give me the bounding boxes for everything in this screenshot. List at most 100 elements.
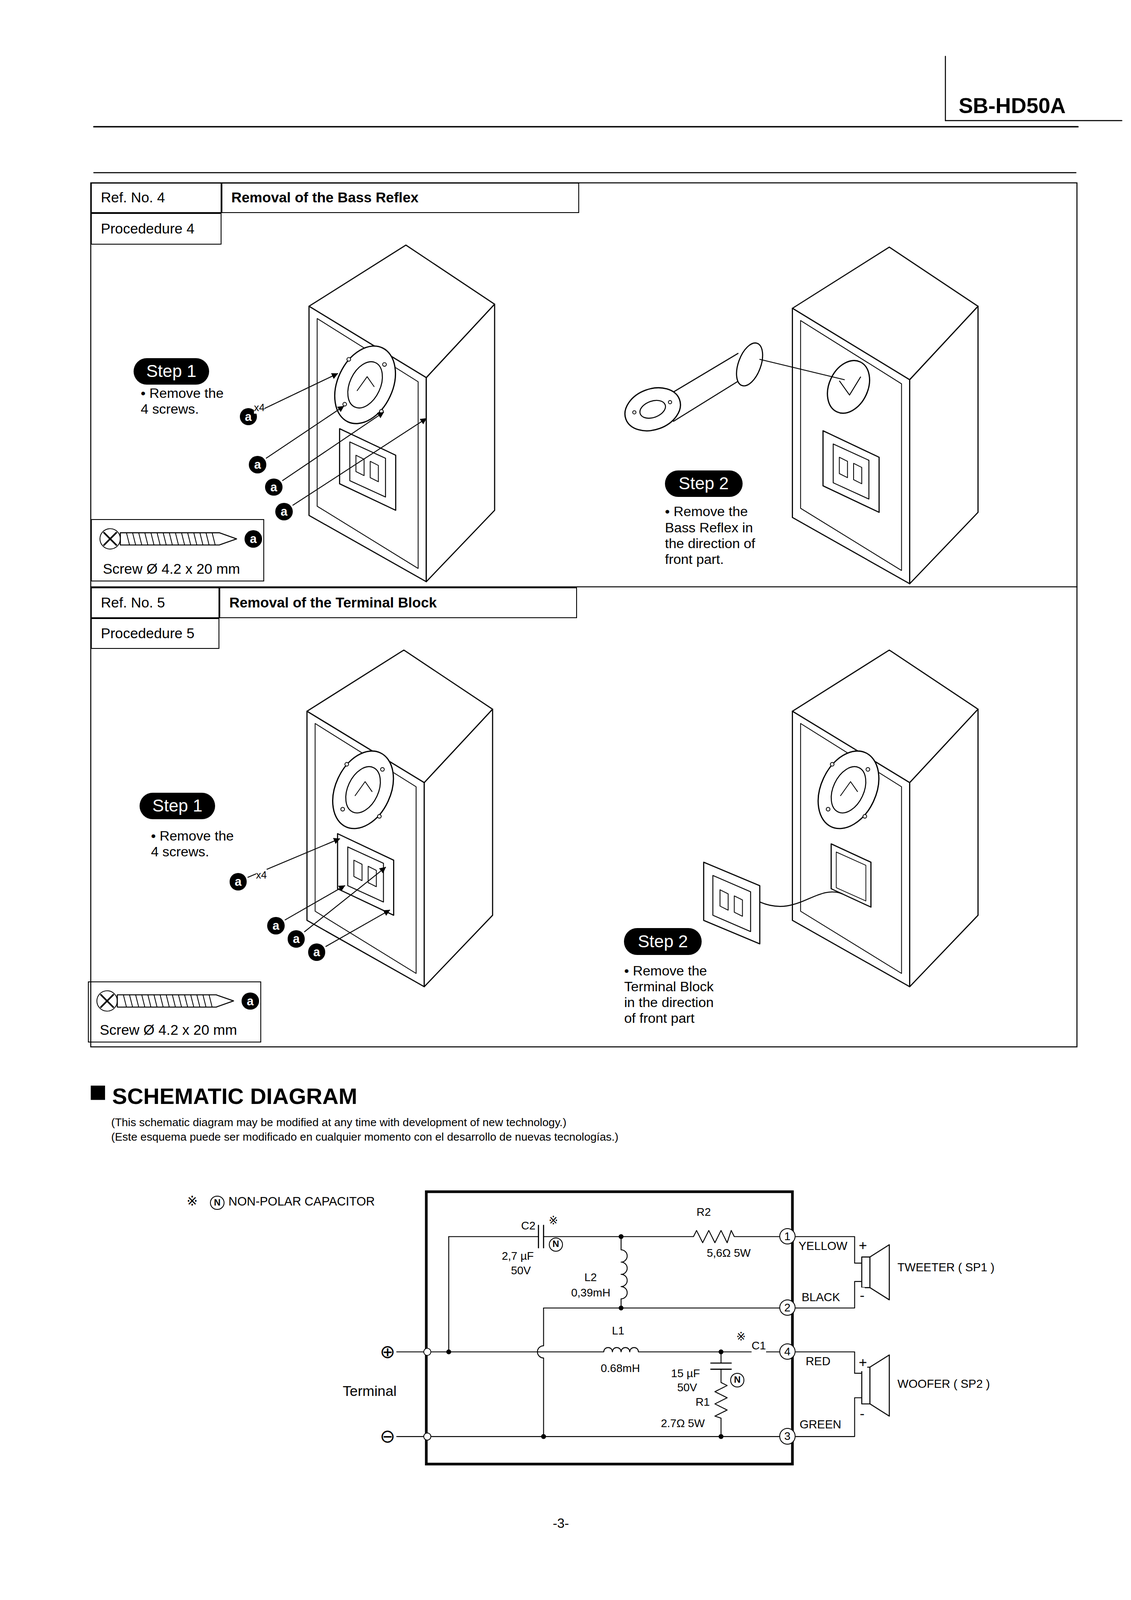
port-screw: [341, 807, 345, 811]
label-text: • Remove the Bass Reflex in the directio…: [664, 503, 762, 567]
label-text: R2: [696, 1205, 712, 1219]
resistor-symbol: [693, 1230, 735, 1243]
capacitor-plate: [537, 1224, 540, 1248]
terminal-recess: [833, 443, 869, 499]
legend-text: NON-POLAR CAPACITOR: [228, 1194, 375, 1209]
port-detail: [840, 781, 858, 796]
symbol-letter: a: [244, 410, 252, 423]
screw-thread: [141, 994, 145, 1007]
page-title: SB-HD50A: [958, 93, 1066, 119]
node-text: Procededure 4: [100, 220, 195, 237]
node-text: Procededure 5: [100, 625, 195, 642]
terminal-number: 4: [779, 1343, 796, 1360]
terminal-post: [355, 454, 365, 476]
step-badge: Step 2: [623, 927, 702, 955]
leader-arrow: [292, 418, 426, 505]
junction-dot: [618, 1234, 624, 1239]
callout-circle: a: [275, 502, 293, 521]
label-text: 50V: [510, 1263, 531, 1277]
label-text: 2,7 µF: [501, 1249, 534, 1263]
terminal-post: [368, 865, 377, 887]
screw-thread: [126, 532, 130, 546]
screw-thread: [147, 994, 151, 1007]
label-text: 0.68mH: [600, 1361, 640, 1375]
label-text: ※: [736, 1329, 746, 1343]
label-text: +: [858, 1354, 868, 1371]
heading-bullet: [90, 1085, 105, 1100]
terminal-post: [353, 859, 362, 881]
screw-thread: [196, 994, 200, 1007]
bass-reflex-end: [731, 339, 768, 390]
label-text: WOOFER ( SP2 ): [897, 1376, 991, 1391]
symbol-letter: a: [272, 919, 280, 932]
screw-cross: [104, 532, 117, 546]
speaker-cone: [869, 1244, 890, 1300]
label-text: (Este esquema puede ser modificado en cu…: [110, 1130, 618, 1143]
screw-thread: [169, 532, 173, 546]
terminal-recess: [349, 441, 386, 497]
header-rule: [93, 125, 1079, 128]
terminal-plate: [703, 862, 760, 944]
line: [431, 1351, 604, 1353]
table-cell: Procededure 5: [90, 617, 220, 649]
terminal-post: [370, 461, 379, 482]
line: [431, 1435, 780, 1437]
screw-head: [96, 990, 118, 1012]
callout-circle: a: [267, 916, 285, 935]
callout-circle: a: [229, 872, 248, 891]
screw-thread: [160, 994, 164, 1007]
port-detail: [355, 781, 373, 796]
junction-dot: [719, 1349, 724, 1354]
screw-thread: [178, 994, 182, 1007]
line: [396, 1435, 424, 1437]
port-screw: [865, 767, 870, 772]
screw-thread: [157, 532, 161, 546]
non-polar-mark: N: [730, 1372, 745, 1387]
terminal-symbol: ⊕: [379, 1342, 396, 1361]
callout-circle: a: [287, 929, 306, 948]
callout-circle: a: [241, 992, 260, 1010]
symbol-letter: 3: [784, 1430, 791, 1442]
line: [543, 1307, 545, 1346]
line: [720, 1417, 722, 1437]
screw-thread: [144, 532, 148, 546]
screw-thread: [212, 532, 216, 546]
leader-arrow: [257, 373, 338, 412]
node-text: Screw Ø 4.2 x 20 mm: [99, 1021, 237, 1038]
label-text: -: [859, 1405, 865, 1422]
port-screw: [830, 762, 835, 767]
header-rule: [945, 119, 1122, 121]
non-polar-mark: N: [209, 1195, 225, 1210]
symbol-letter: 1: [784, 1230, 791, 1242]
table-cell: Procededure 4: [90, 212, 222, 245]
screw-thread: [138, 532, 142, 546]
cabinet-side: [424, 708, 493, 987]
junction-dot: [618, 1305, 624, 1310]
speaker-wire: [795, 1351, 862, 1373]
header-rule: [944, 56, 946, 121]
symbol-letter: a: [270, 480, 278, 494]
cabinet-inner-edge: [314, 723, 417, 974]
screw-thread: [184, 994, 188, 1007]
cabinet-side: [909, 306, 978, 584]
screw-cross: [101, 994, 114, 1007]
screw-thread: [203, 994, 207, 1007]
leader-arrow: [285, 885, 345, 920]
cabinet-side: [909, 708, 978, 987]
port-hole: [819, 353, 878, 420]
junction-dot: [719, 1434, 724, 1439]
symbol-letter: a: [280, 505, 288, 518]
line: [543, 1235, 694, 1237]
leader-arrow: [326, 909, 390, 947]
bass-reflex-flange: [320, 740, 406, 839]
cabinet-inner-edge: [800, 320, 902, 571]
line: [734, 1235, 779, 1237]
screw-thread: [166, 994, 170, 1007]
screw-thread: [209, 994, 213, 1007]
port-screw: [668, 400, 672, 404]
table-heading-cell: Removal of the Bass Reflex: [221, 182, 580, 214]
screw-thread: [193, 532, 197, 546]
port-screw: [344, 762, 349, 767]
port-screw: [342, 402, 347, 407]
